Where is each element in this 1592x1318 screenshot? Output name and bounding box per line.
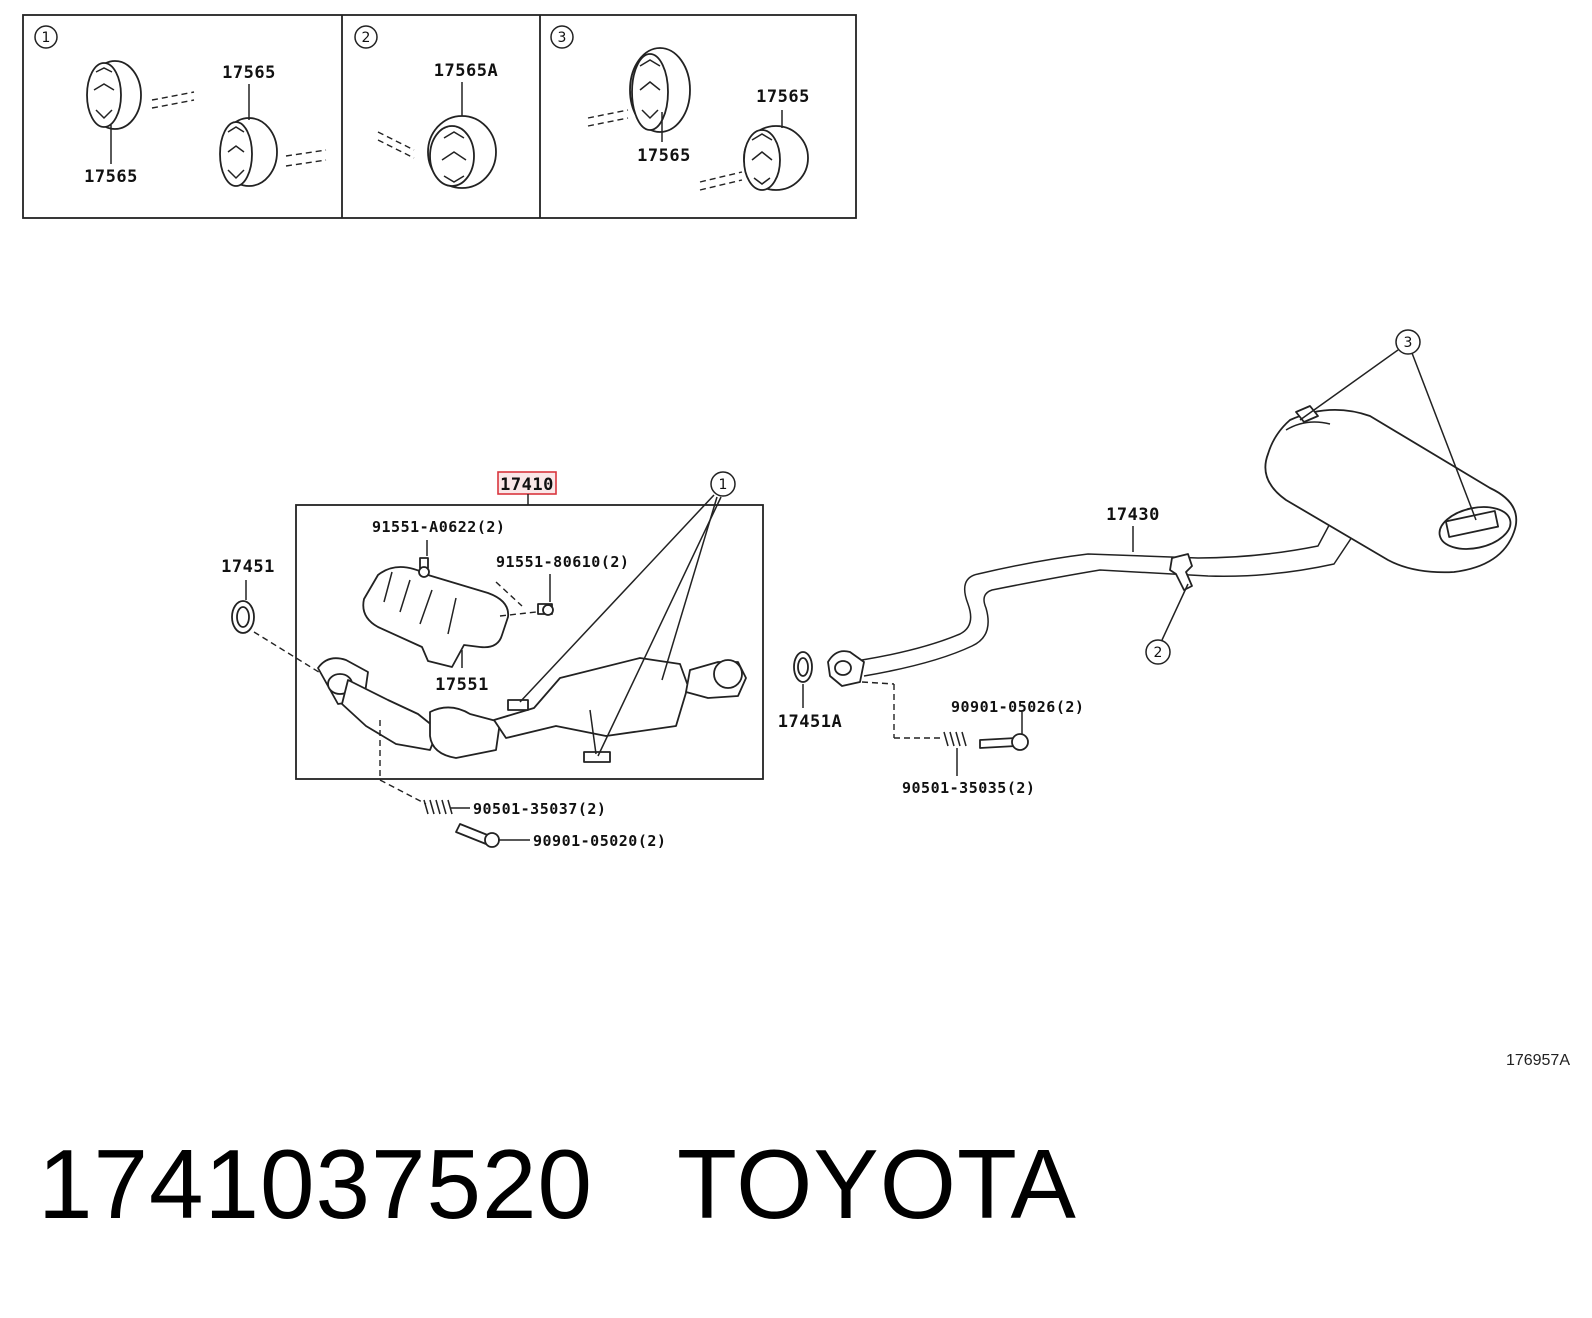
inset-index-circle	[34, 25, 58, 49]
front-bolt	[455, 823, 500, 848]
hanger-rubber	[219, 117, 278, 187]
diagram-id: 176957A	[1505, 1052, 1570, 1069]
hanger-rubber	[629, 47, 691, 133]
heat-insulator	[362, 566, 510, 668]
part-label: 17451	[221, 557, 275, 577]
part-label: 17565	[756, 87, 810, 107]
part-label: 17565	[637, 146, 691, 166]
rear-bolt	[979, 733, 1029, 751]
inset-index-circle	[550, 25, 574, 49]
inset-index-circle	[354, 25, 378, 49]
inset-index: 1	[42, 30, 51, 46]
rear-spring	[943, 731, 967, 747]
inset-index: 2	[362, 30, 371, 46]
hanger-rubber	[743, 125, 809, 191]
callout-circle	[1145, 639, 1171, 665]
inset-frame	[22, 14, 857, 219]
front-spring	[423, 799, 453, 815]
brand-name: TOYOTA	[677, 1129, 1077, 1239]
inset-3: 3 17565 17565	[550, 25, 810, 191]
callout-index: 2	[1154, 645, 1163, 661]
inset-panel: 1 17565 17565 2	[22, 14, 857, 219]
inset-2: 2 17565A	[354, 25, 498, 189]
footer-caption: 1741037520 TOYOTA	[38, 1128, 1077, 1241]
hanger-rubber	[427, 115, 497, 189]
callout-circle	[1395, 329, 1421, 355]
callout-2: 2	[1145, 583, 1189, 665]
front-gasket	[231, 600, 255, 634]
callout-1: 1	[519, 471, 736, 757]
part-label: 17430	[1106, 505, 1160, 525]
screw	[418, 557, 430, 578]
inset-1: 1 17565 17565	[34, 25, 327, 187]
tail-pipe	[827, 515, 1355, 687]
part-label: 17451A	[778, 712, 842, 732]
inset-index: 3	[558, 30, 567, 46]
part-label: 17551	[435, 675, 489, 695]
rear-gasket	[793, 651, 813, 683]
part-label: 91551-A0622(2)	[372, 518, 505, 536]
part-label: 17565A	[434, 61, 498, 81]
part-label: 17565	[84, 167, 138, 187]
part-label: 91551-80610(2)	[496, 553, 629, 571]
converter-assembly-group: 17410 17551 91551-A0622(2) 91551-80610(2…	[295, 471, 764, 780]
hanger-rubber	[86, 60, 142, 130]
part-number: 1741037520	[38, 1129, 594, 1239]
highlight-box	[497, 471, 557, 495]
part-label: 90901-05026(2)	[951, 698, 1084, 716]
callout-circle	[710, 471, 736, 497]
callout-index: 3	[1404, 335, 1413, 351]
muffler	[1264, 405, 1518, 574]
catalytic-converter	[317, 657, 747, 763]
part-label: 17565	[222, 63, 276, 83]
part-label: 90501-35037(2)	[473, 800, 606, 818]
part-label-highlighted: 17410	[500, 475, 554, 495]
bolt	[537, 603, 554, 616]
callout-index: 1	[719, 477, 728, 493]
assembly-frame	[295, 504, 764, 780]
part-label: 90901-05020(2)	[533, 832, 666, 850]
part-label: 90501-35035(2)	[902, 779, 1035, 797]
callout-3: 3	[1299, 329, 1477, 521]
